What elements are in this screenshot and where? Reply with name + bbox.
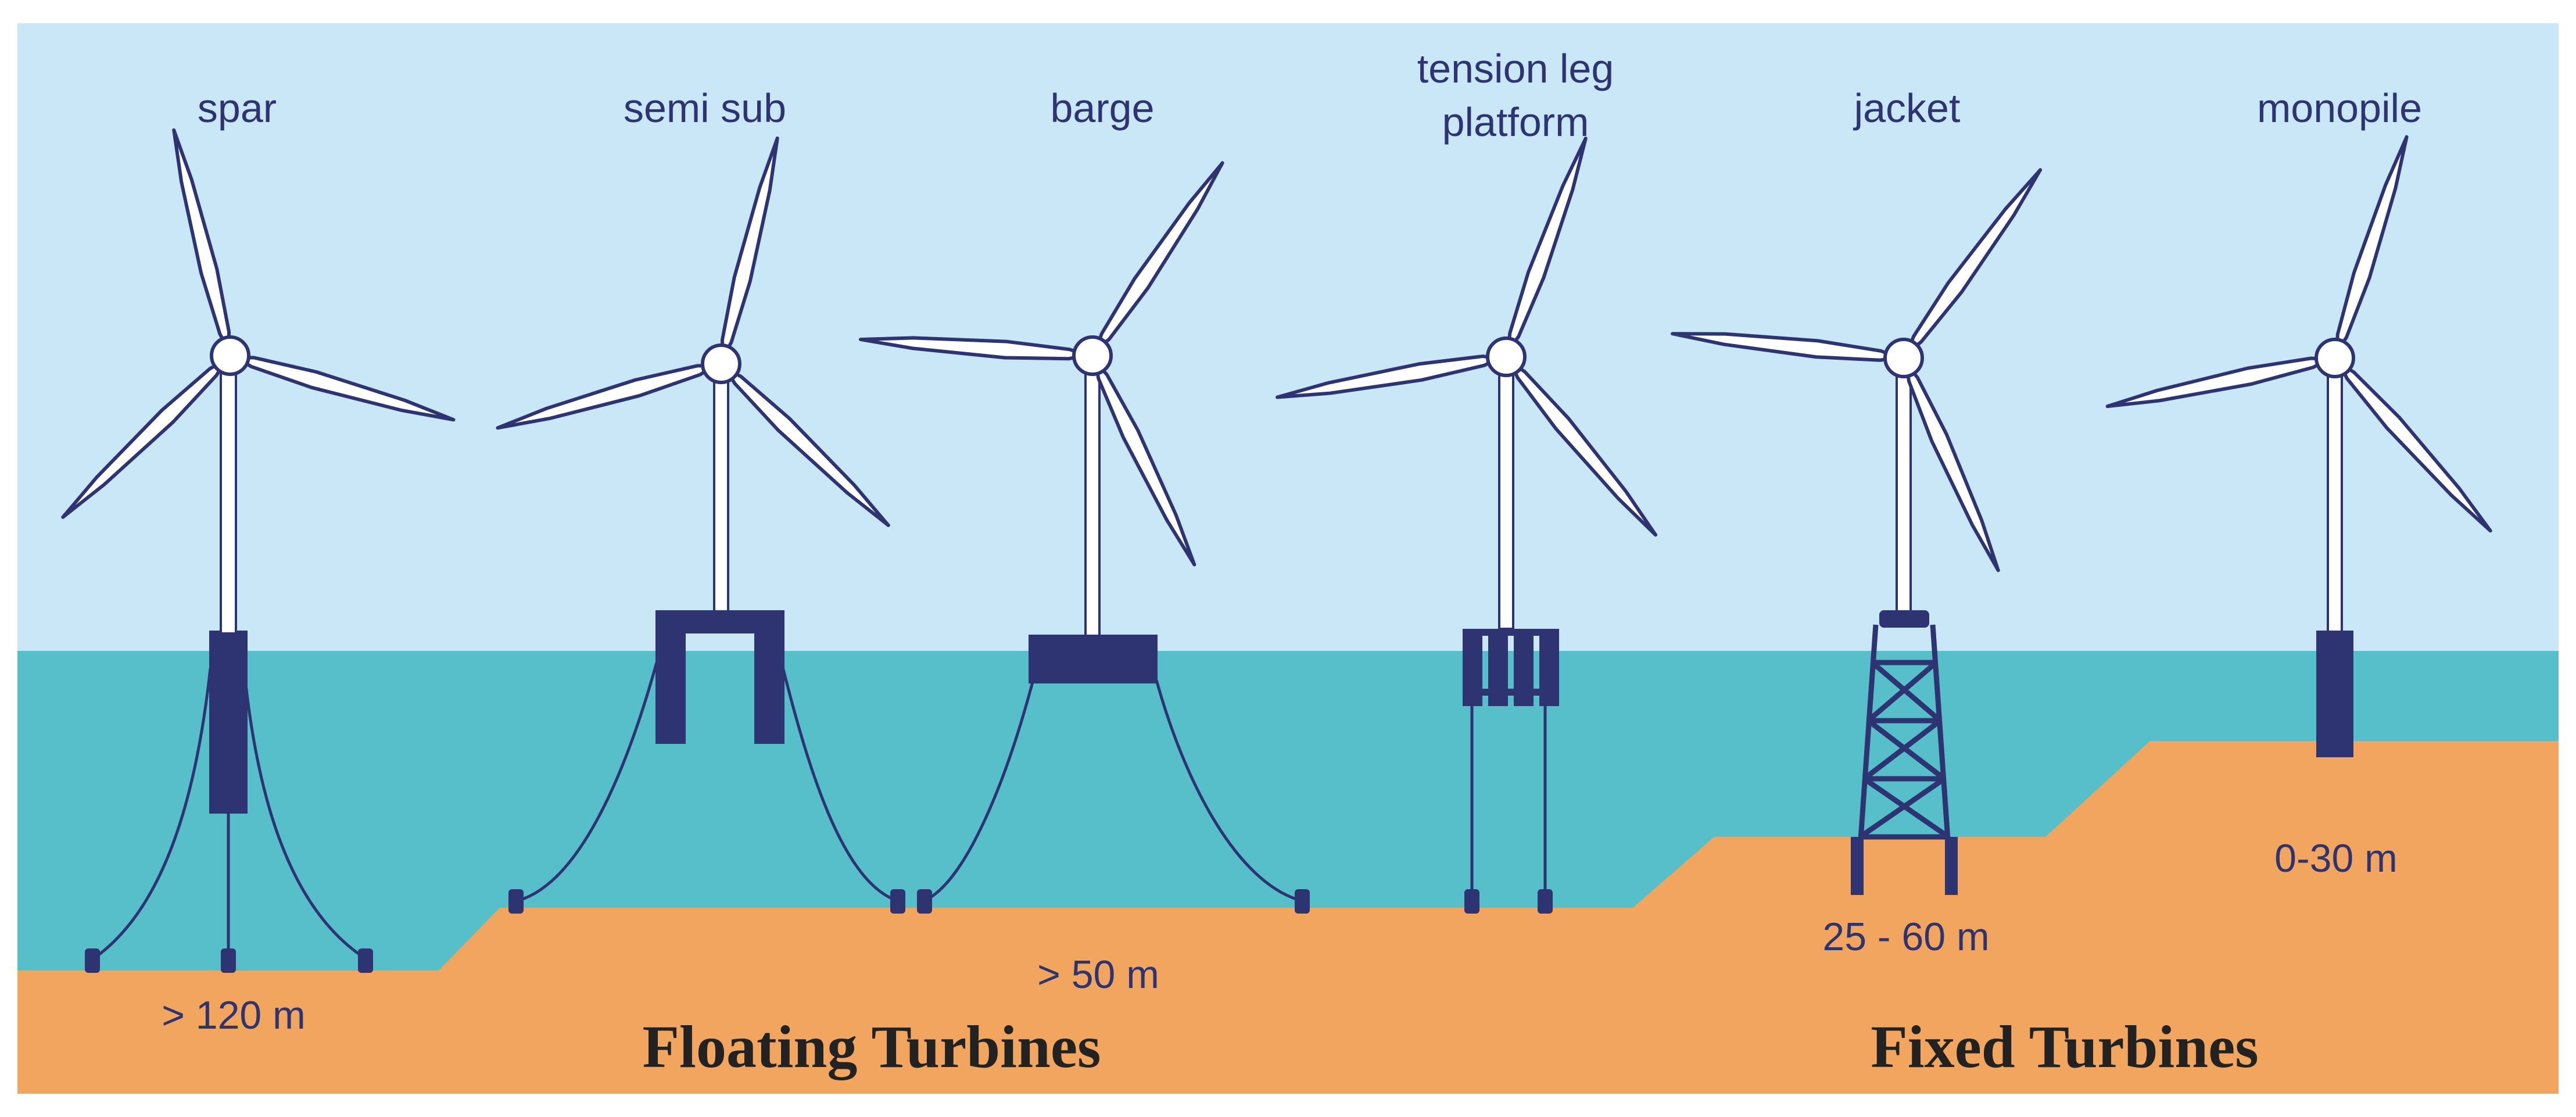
spar-mooring-lines — [92, 668, 367, 961]
spar-depth-label: > 120 m — [162, 993, 306, 1037]
semi-sub-tower — [713, 365, 729, 613]
barge-platform — [1029, 635, 1158, 683]
semi-sub-anchor — [890, 889, 905, 914]
monopile-turbine — [2106, 134, 2496, 757]
monopile-rotor — [2106, 134, 2496, 536]
tlp-anchor — [1538, 889, 1553, 914]
spar-label: spar — [198, 85, 277, 131]
tlp-tower — [1498, 359, 1514, 630]
jacket-label: jacket — [1853, 85, 1961, 131]
tlp-label-line1: tension leg — [1417, 46, 1614, 91]
semi-sub-mooring-lines — [517, 662, 898, 903]
tlp-anchor — [1464, 889, 1479, 914]
spar-anchor — [221, 948, 236, 973]
jacket-tower — [1896, 359, 1912, 613]
seabed — [17, 741, 2559, 1094]
barge-depth-label: > 50 m — [1037, 953, 1159, 997]
floating-turbines-label: Floating Turbines — [643, 1014, 1101, 1080]
spar-rotor — [58, 128, 456, 522]
barge-tower — [1084, 357, 1101, 637]
barge-rotor — [860, 159, 1229, 568]
spar-anchor — [85, 948, 100, 973]
semi-sub-platform — [655, 610, 784, 744]
tlp-label-line2: platform — [1442, 99, 1589, 145]
monopile-label: monopile — [2257, 85, 2422, 131]
jacket-leg — [1851, 837, 1864, 895]
monopile-hub — [2315, 338, 2355, 378]
tlp-platform — [1463, 629, 1559, 706]
barge-turbine — [860, 159, 1310, 914]
jacket-hub — [1883, 338, 1924, 378]
semi-sub-anchor — [508, 889, 524, 914]
semi-sub-rotor — [496, 136, 894, 531]
jacket-rotor — [1672, 165, 2047, 574]
fixed-turbines-label: Fixed Turbines — [1871, 1014, 2259, 1080]
semi-sub-turbine — [496, 136, 905, 914]
barge-anchor — [1295, 889, 1310, 914]
barge-label: barge — [1050, 85, 1154, 131]
jacket-deck — [1879, 610, 1929, 628]
spar-buoy — [209, 631, 248, 814]
barge-anchor — [917, 889, 932, 914]
tlp-tendons — [1470, 703, 1547, 900]
semi-sub-hub — [701, 343, 741, 384]
spar-turbine — [58, 128, 456, 973]
semi-sub-label: semi sub — [624, 85, 786, 131]
jacket-depth-label: 25 - 60 m — [1822, 915, 1989, 959]
spar-anchor — [358, 948, 373, 973]
jacket-structure — [1854, 624, 1954, 890]
barge-mooring-lines — [923, 679, 1302, 903]
jacket-leg — [1945, 837, 1958, 895]
tlp-turbine — [1276, 135, 1662, 914]
spar-hub — [210, 335, 250, 376]
tlp-rotor — [1276, 135, 1662, 540]
spar-tower — [220, 359, 237, 635]
jacket-turbine — [1672, 165, 2047, 895]
monopile-depth-label: 0-30 m — [2274, 836, 2398, 880]
monopile-tower — [2327, 360, 2343, 633]
monopile-foundation — [2316, 631, 2353, 757]
barge-hub — [1072, 335, 1113, 376]
tlp-hub — [1486, 336, 1527, 377]
